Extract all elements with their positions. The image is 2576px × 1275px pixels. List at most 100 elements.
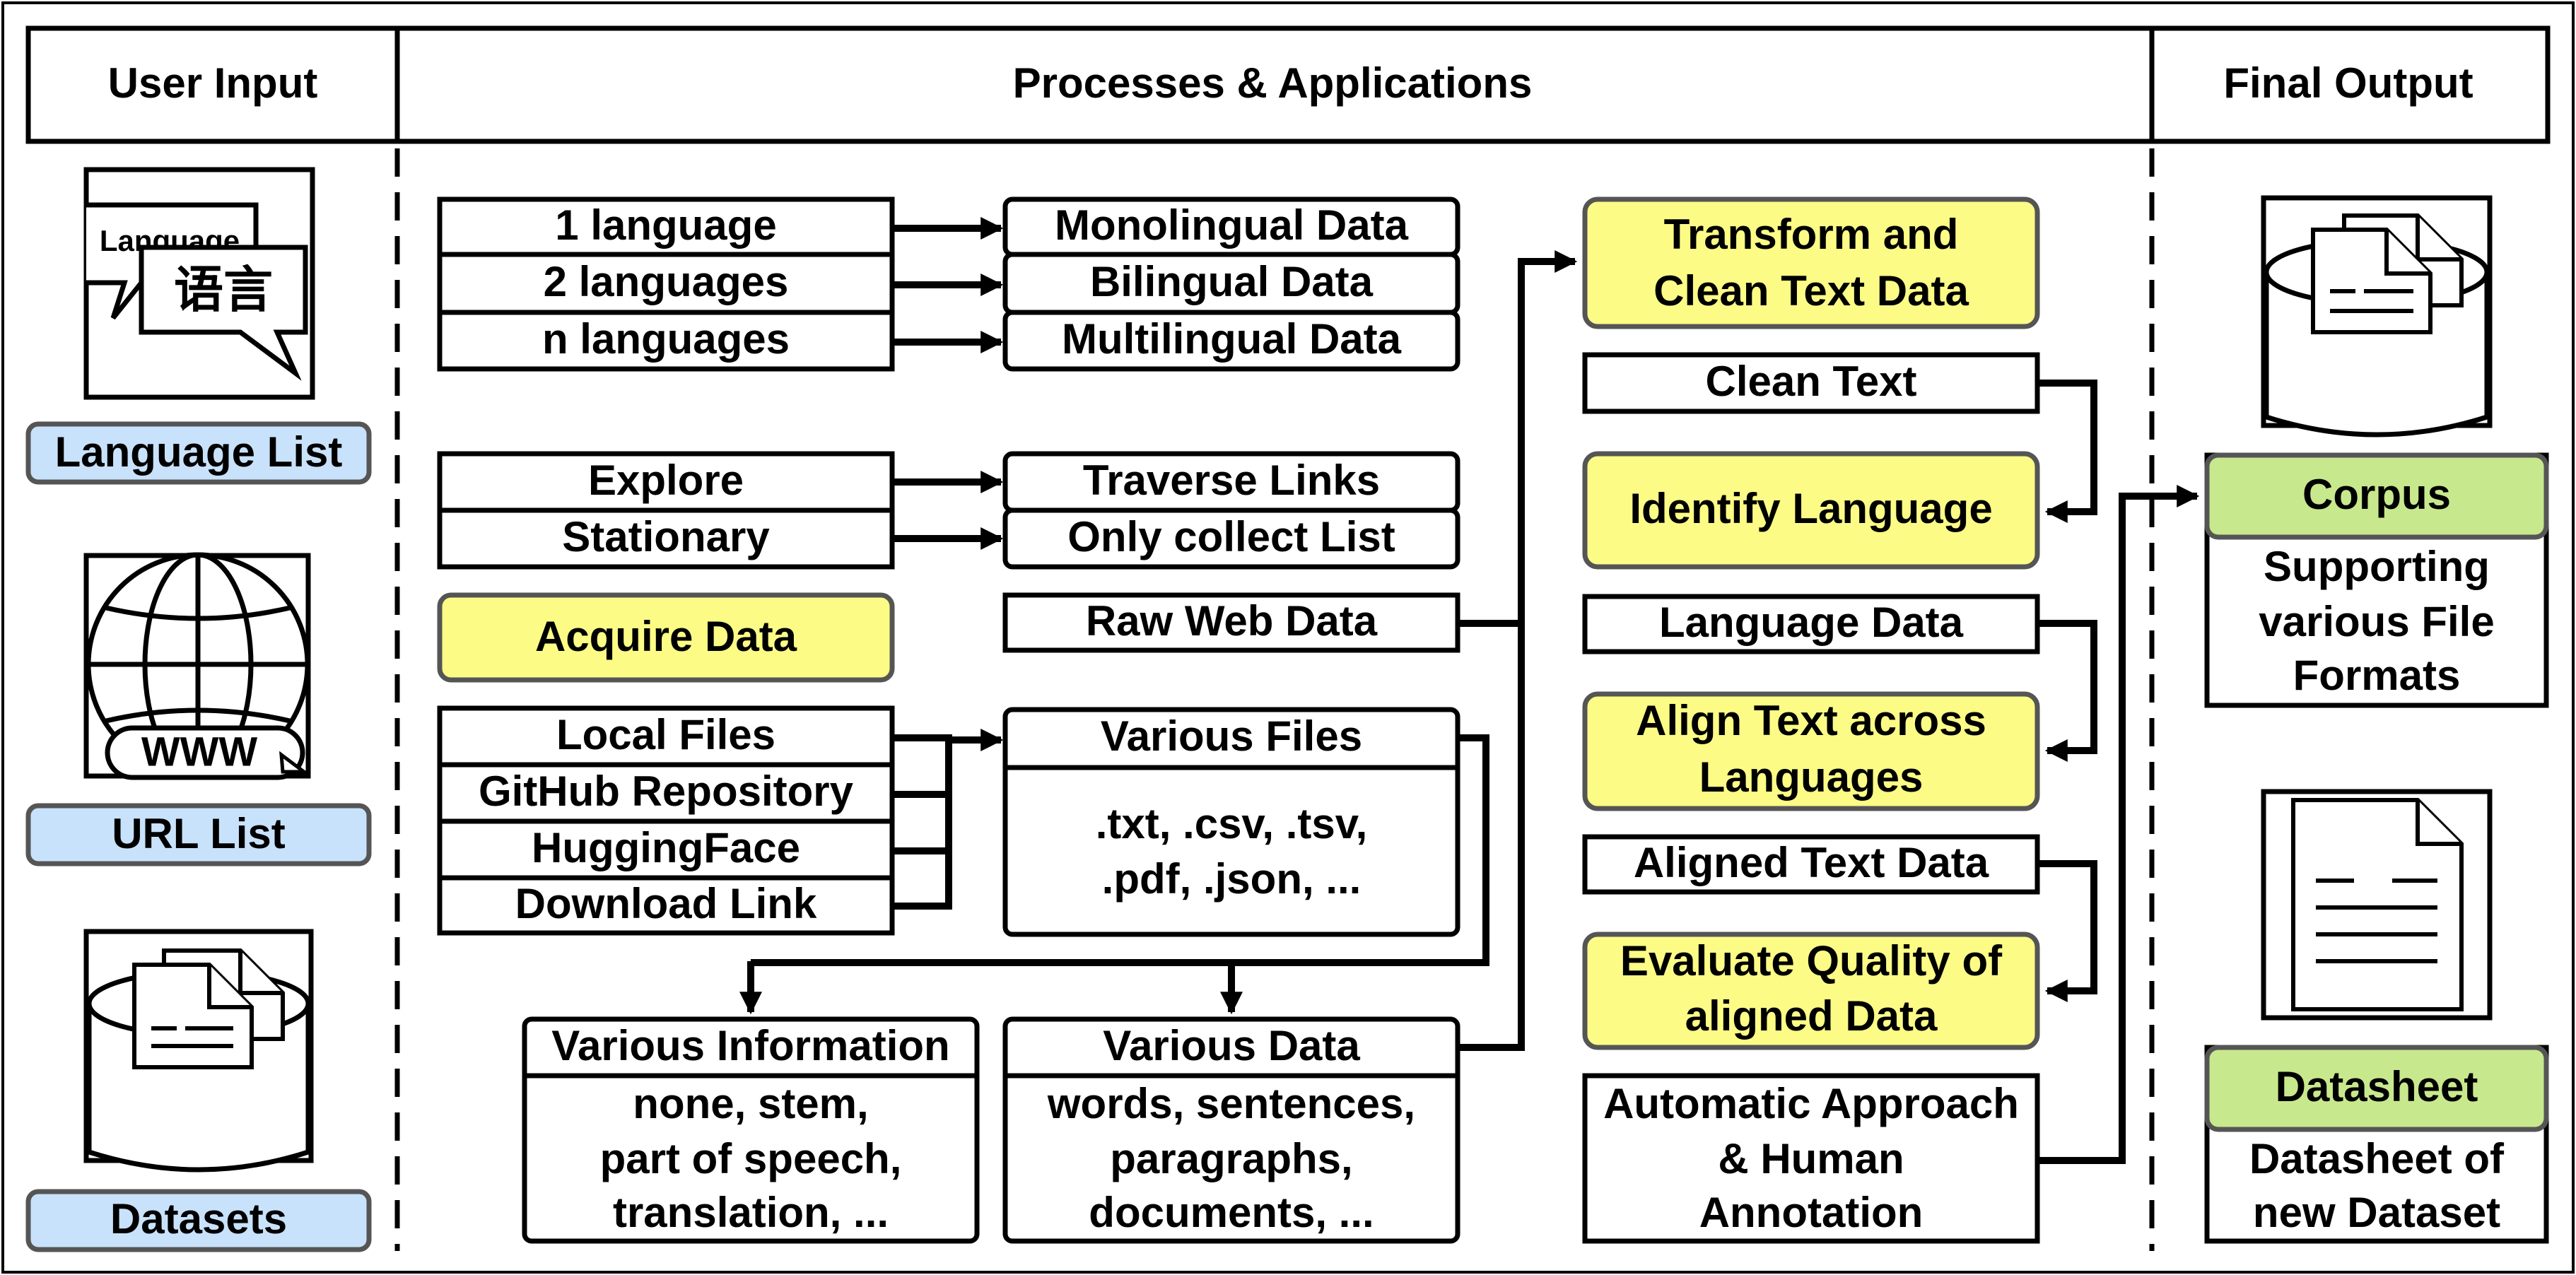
arrow-to-corpus	[2037, 484, 2200, 1164]
svg-text:& Human: & Human	[1718, 1135, 1904, 1182]
svg-text:Multilingual Data: Multilingual Data	[1062, 315, 1402, 363]
only-collect-list: Only collect List	[1002, 507, 1460, 570]
datasheet-box: Datasheet Datasheet of new Dataset	[2204, 1045, 2549, 1244]
automatic-approach: Automatic Approach & Human Annotation	[1582, 1073, 2040, 1244]
corpus-icon	[2261, 195, 2493, 437]
svg-text:URL List: URL List	[112, 810, 286, 857]
svg-text:.txt, .csv, .tsv,: .txt, .csv, .tsv,	[1096, 800, 1368, 847]
svg-text:HuggingFace: HuggingFace	[532, 824, 800, 871]
svg-text:Various Information: Various Information	[551, 1022, 949, 1069]
svg-text:Download Link: Download Link	[515, 880, 817, 927]
evaluate-quality: Evaluate Quality of aligned Data	[1582, 932, 2040, 1050]
header-row	[25, 25, 2551, 144]
svg-text:Various Data: Various Data	[1103, 1022, 1360, 1069]
svg-text:GitHub Repository: GitHub Repository	[479, 768, 854, 815]
mode-stationary: Stationary	[437, 507, 895, 570]
sources-bracket	[892, 734, 952, 910]
connector-files-split	[751, 734, 1489, 966]
datasheet-title: Datasheet	[2276, 1063, 2478, 1110]
transform-clean: Transform and Clean Text Data	[1582, 196, 2040, 329]
datasets-icon	[83, 929, 314, 1173]
svg-text:2 languages: 2 languages	[544, 258, 789, 305]
source-local-files: Local Files	[437, 705, 895, 768]
various-files: Various Files .txt, .csv, .tsv, .pdf, .j…	[1002, 707, 1460, 937]
aligned-text-data: Aligned Text Data	[1582, 834, 2040, 895]
svg-text:new Dataset: new Dataset	[2253, 1189, 2500, 1236]
svg-text:Formats: Formats	[2293, 652, 2461, 699]
clean-text: Clean Text	[1582, 352, 2040, 414]
various-data: Various Data words, sentences, paragraph…	[1002, 1016, 1460, 1244]
svg-text:Local Files: Local Files	[556, 711, 775, 758]
header-final-output: Final Output	[2223, 59, 2473, 107]
globe-icon: WWW	[83, 552, 311, 780]
arrow-clean-to-identify	[2037, 380, 2097, 524]
various-information: Various Information none, stem, part of …	[522, 1016, 980, 1244]
language-icon: Language 语言	[83, 167, 315, 400]
url-list-label: URL List	[25, 803, 372, 866]
source-download-link: Download Link	[437, 875, 895, 936]
svg-text:Raw Web Data: Raw Web Data	[1086, 597, 1378, 645]
svg-text:words, sentences,: words, sentences,	[1047, 1080, 1415, 1127]
traverse-links: Traverse Links	[1002, 451, 1460, 513]
svg-text:Languages: Languages	[1699, 753, 1924, 801]
svg-text:Clean Text Data: Clean Text Data	[1653, 267, 1969, 315]
align-text: Align Text across Languages	[1582, 691, 2040, 811]
language-list-label: Language List	[25, 421, 372, 485]
svg-text:part of speech,: part of speech,	[600, 1135, 902, 1182]
multilingual-data: Multilingual Data	[1002, 310, 1460, 372]
mode-2-languages: 2 languages	[437, 252, 895, 315]
svg-text:Supporting: Supporting	[2264, 543, 2490, 590]
corpus-box: Corpus Supporting various File Formats	[2204, 452, 2549, 708]
svg-text:Align Text across: Align Text across	[1636, 697, 1986, 744]
language-data: Language Data	[1582, 594, 2040, 654]
svg-text:.pdf, .json, ...: .pdf, .json, ...	[1102, 855, 1362, 903]
acquire-data: Acquire Data	[437, 592, 895, 683]
datasets-label: Datasets	[25, 1189, 372, 1252]
svg-text:documents, ...: documents, ...	[1089, 1189, 1374, 1236]
svg-text:Bilingual Data: Bilingual Data	[1090, 258, 1374, 305]
svg-text:Only collect List: Only collect List	[1067, 513, 1395, 560]
svg-text:none, stem,: none, stem,	[633, 1080, 868, 1127]
arrow-aligned-to-evaluate	[2037, 860, 2097, 1003]
header-user-input: User Input	[108, 59, 318, 107]
svg-text:Evaluate Quality of: Evaluate Quality of	[1620, 937, 2003, 985]
bilingual-data: Bilingual Data	[1002, 252, 1460, 315]
svg-text:paragraphs,: paragraphs,	[1110, 1135, 1352, 1182]
mode-1-language: 1 language	[437, 196, 895, 257]
raw-web-data: Raw Web Data	[1002, 592, 1460, 653]
svg-text:Transform and: Transform and	[1664, 211, 1959, 258]
svg-text:Monolingual Data: Monolingual Data	[1055, 201, 1409, 249]
svg-text:Aligned Text Data: Aligned Text Data	[1634, 839, 1989, 886]
svg-text:n languages: n languages	[542, 315, 790, 363]
mode-explore: Explore	[437, 451, 895, 513]
svg-text:Identify Language: Identify Language	[1629, 485, 1992, 532]
svg-text:Automatic Approach: Automatic Approach	[1603, 1080, 2019, 1127]
monolingual-data: Monolingual Data	[1002, 196, 1460, 257]
svg-text:Acquire Data: Acquire Data	[535, 613, 797, 660]
corpus-title: Corpus	[2302, 471, 2451, 518]
language-icon-word-zh: 语言	[174, 262, 273, 317]
mode-n-languages: n languages	[437, 310, 895, 372]
svg-text:Datasheet of: Datasheet of	[2249, 1135, 2505, 1182]
svg-text:Clean Text: Clean Text	[1706, 358, 1917, 405]
svg-text:1 language: 1 language	[555, 201, 776, 249]
svg-text:various File: various File	[2259, 598, 2494, 645]
svg-text:Stationary: Stationary	[562, 513, 770, 560]
svg-text:translation, ...: translation, ...	[613, 1189, 889, 1236]
svg-text:Traverse Links: Traverse Links	[1083, 457, 1380, 504]
connector-various-data	[1458, 249, 1578, 1051]
www-text: WWW	[141, 729, 257, 775]
datasheet-icon	[2261, 789, 2493, 1021]
arrow-langdata-to-align	[2037, 620, 2097, 763]
svg-text:Various Files: Various Files	[1101, 712, 1362, 760]
source-huggingface: HuggingFace	[437, 818, 895, 881]
svg-text:Explore: Explore	[588, 457, 744, 504]
svg-text:Language Data: Language Data	[1659, 599, 1964, 646]
svg-text:Datasets: Datasets	[110, 1195, 287, 1242]
svg-text:Annotation: Annotation	[1699, 1189, 1924, 1236]
svg-text:aligned Data: aligned Data	[1685, 992, 1938, 1040]
source-github: GitHub Repository	[437, 762, 895, 824]
identify-language: Identify Language	[1582, 451, 2040, 570]
svg-text:Language List: Language List	[55, 428, 343, 476]
header-processes: Processes & Applications	[1013, 59, 1533, 107]
